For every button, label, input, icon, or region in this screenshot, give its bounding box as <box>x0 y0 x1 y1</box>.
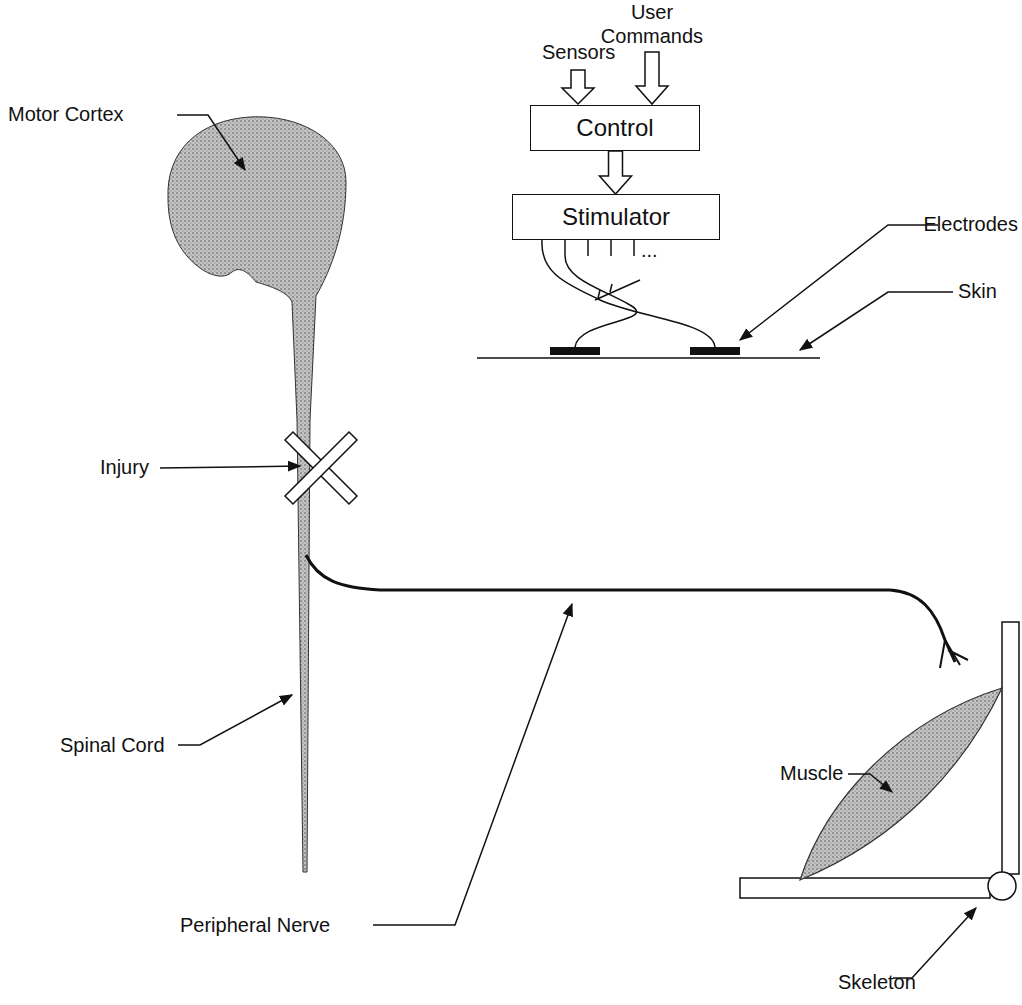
process-box: Control <box>530 105 700 151</box>
motor-cortex-and-spinal-cord <box>168 117 346 872</box>
sensors-arrow <box>562 70 594 104</box>
injury-mark <box>285 432 357 504</box>
peripheral-nerve <box>306 555 955 662</box>
skin-line <box>477 357 820 359</box>
part-label: ... <box>641 238 658 262</box>
stimulator-pins <box>565 240 634 256</box>
part-label: Electrodes <box>924 212 1019 236</box>
part-label: User Commands <box>592 0 712 48</box>
signal-arrow <box>600 151 632 194</box>
box-label: Control <box>576 114 653 142</box>
user-commands-arrow <box>636 52 668 104</box>
box-label: Stimulator <box>562 203 670 231</box>
part-label: Muscle <box>780 761 843 785</box>
skeleton <box>740 622 1019 900</box>
part-label: Motor Cortex <box>8 102 124 126</box>
part-label: Skeleton <box>838 970 916 994</box>
process-box: Stimulator <box>512 194 720 240</box>
part-label: Skin <box>958 279 997 303</box>
part-label: Injury <box>100 455 149 479</box>
electrode <box>550 347 600 355</box>
nerve-ending <box>940 640 968 668</box>
part-label: Sensors <box>542 40 615 64</box>
electrode <box>690 347 740 355</box>
leader-lines <box>160 115 976 978</box>
part-label: Spinal Cord <box>60 733 165 757</box>
electrode-wires <box>542 240 715 347</box>
part-label: Peripheral Nerve <box>180 913 330 937</box>
